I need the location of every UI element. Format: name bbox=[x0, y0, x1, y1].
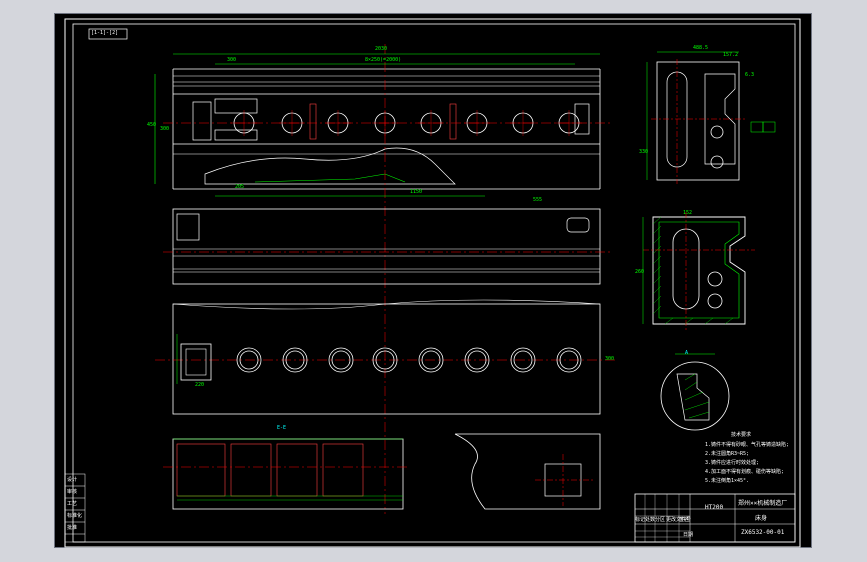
side-hole bbox=[710, 125, 724, 139]
cross-section-view bbox=[642, 212, 755, 330]
tb-col-0: 标记 bbox=[635, 517, 646, 523]
dim-mid: 1150 bbox=[410, 189, 423, 195]
code-tag-box bbox=[88, 28, 128, 40]
title-material: HT200 bbox=[705, 504, 724, 511]
dim-plan-left: 220 bbox=[195, 382, 205, 388]
dim-section-height: 260 bbox=[635, 269, 645, 275]
tech-note-2: 2.未注圆角R3~R5; bbox=[705, 451, 750, 457]
dim-section-width: 152 bbox=[683, 210, 693, 216]
plan-hole-inner bbox=[375, 350, 395, 370]
dim-height-left: 450 bbox=[147, 122, 157, 128]
left-binding-strip bbox=[64, 473, 86, 543]
plan-hole-inner bbox=[331, 350, 351, 370]
plan-hole-inner bbox=[421, 350, 441, 370]
plan-hole-outer bbox=[282, 347, 308, 373]
cad-viewport[interactable]: [1-1]-[2] 2030 8×250(=2000) 300 1150 555… bbox=[54, 13, 812, 548]
section-hole bbox=[707, 271, 723, 287]
plan-hole-outer bbox=[418, 347, 444, 373]
section-e-e-view bbox=[163, 438, 410, 510]
dim-side-width: 488.5 bbox=[693, 45, 709, 51]
section-hole bbox=[707, 293, 723, 309]
detail-a-view bbox=[660, 353, 730, 431]
plan-hole-outer bbox=[236, 347, 262, 373]
tb-col-1: 处数 bbox=[645, 517, 656, 523]
dim-height-mid: 300 bbox=[160, 126, 170, 132]
section-label: E-E bbox=[277, 425, 287, 431]
dim-right: 555 bbox=[533, 197, 543, 203]
code-tag: [1-1]-[2] bbox=[91, 30, 119, 36]
top-view bbox=[163, 208, 610, 285]
plan-hole-inner bbox=[513, 350, 533, 370]
dim-side-right: 6.3 bbox=[745, 72, 755, 78]
sheet-outer-border bbox=[64, 18, 801, 548]
dim-overall-length: 2030 bbox=[375, 46, 388, 52]
side-view-holes bbox=[707, 125, 724, 309]
tech-note-5: 5.未注倒角1×45°. bbox=[705, 478, 750, 484]
sheet-inner-border bbox=[72, 23, 796, 543]
strip-label-4: 批准 bbox=[67, 525, 78, 531]
tech-notes-title: 技术要求 bbox=[731, 432, 752, 438]
main-front-view bbox=[154, 44, 610, 514]
title-company: 郑州××机械制造厂 bbox=[738, 500, 788, 507]
dim-bottom: 205 bbox=[235, 184, 245, 190]
tb-col-3: 更改文件号 bbox=[666, 517, 692, 523]
plan-hole-outer bbox=[510, 347, 536, 373]
tb-col-2: 分区 bbox=[655, 517, 666, 523]
plan-hole-inner bbox=[467, 350, 487, 370]
tb-col-5: 日期 bbox=[683, 532, 694, 538]
dim-hole-spacing: 8×250(=2000) bbox=[365, 57, 402, 63]
title-block bbox=[634, 493, 796, 543]
tech-note-1: 1.铸件不得有砂眼、气孔等铸造缺陷; bbox=[705, 442, 790, 448]
strip-label-2: 工艺 bbox=[67, 501, 78, 507]
main-view-holes bbox=[231, 110, 582, 136]
dim-side-width-sub: 157.2 bbox=[723, 52, 739, 58]
title-drawing-number: ZX6532-00-01 bbox=[741, 529, 785, 536]
title-part-name: 床身 bbox=[755, 515, 768, 522]
strip-label-3: 标准化 bbox=[67, 513, 83, 519]
plan-view-holes bbox=[236, 347, 582, 373]
end-break-view bbox=[454, 433, 601, 510]
side-view bbox=[646, 51, 776, 184]
side-hole bbox=[710, 155, 724, 169]
detail-a-label: A bbox=[685, 350, 689, 356]
plan-hole-outer bbox=[464, 347, 490, 373]
strip-label-1: 审核 bbox=[67, 489, 78, 495]
strip-label-0: 设计 bbox=[67, 477, 78, 483]
dim-side-height: 330 bbox=[639, 149, 649, 155]
plan-hole-inner bbox=[559, 350, 579, 370]
plan-hole-outer bbox=[372, 347, 398, 373]
engineering-drawing bbox=[64, 18, 801, 548]
dim-left-offset: 300 bbox=[227, 57, 237, 63]
tech-note-4: 4.加工面不得有划痕、碰伤等缺陷; bbox=[705, 469, 785, 475]
plan-hole-inner bbox=[239, 350, 259, 370]
dim-plan-height: 300 bbox=[605, 356, 615, 362]
tech-note-3: 3.铸件应进行时效处理; bbox=[705, 460, 760, 466]
plan-hole-outer bbox=[328, 347, 354, 373]
plan-view bbox=[155, 299, 615, 415]
plan-hole-inner bbox=[285, 350, 305, 370]
tb-col-4: 签名 bbox=[679, 517, 690, 523]
plan-hole-outer bbox=[556, 347, 582, 373]
